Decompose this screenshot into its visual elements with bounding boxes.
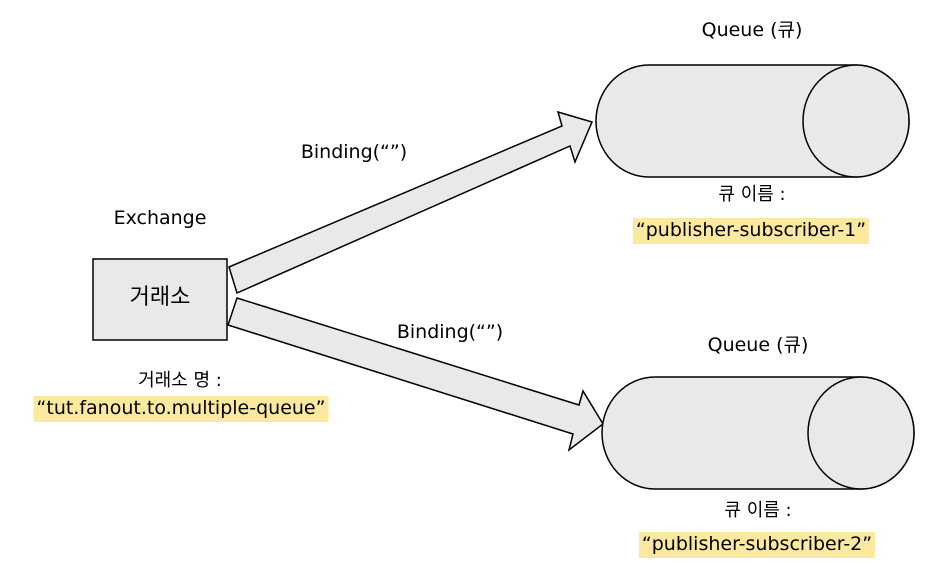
queue-2-title: Queue (큐) — [707, 334, 809, 356]
queue-1-name-caption: 큐 이름 : — [718, 184, 786, 205]
queue-1-title: Queue (큐) — [701, 19, 803, 41]
queue-1-name-value: “publisher-subscriber-1” — [632, 218, 870, 244]
queue-2-name-caption: 큐 이름 : — [724, 500, 792, 521]
queue-cylinder-1 — [595, 64, 910, 178]
binding-label-1: Binding(“”) — [300, 141, 408, 163]
queue-2-name-value: “publisher-subscriber-2” — [638, 532, 876, 558]
binding-label-2: Binding(“”) — [396, 321, 504, 343]
exchange-name-value: “tut.fanout.to.multiple-queue” — [33, 396, 329, 422]
exchange-heading: Exchange — [113, 207, 207, 229]
exchange-name-caption: 거래소 명 : — [138, 370, 222, 391]
queue-cylinder-2 — [601, 376, 915, 490]
exchange-box-label: 거래소 — [129, 285, 191, 310]
exchange-box — [92, 258, 228, 341]
binding-arrow-1 — [228, 110, 594, 295]
binding-arrow-2 — [227, 297, 604, 452]
